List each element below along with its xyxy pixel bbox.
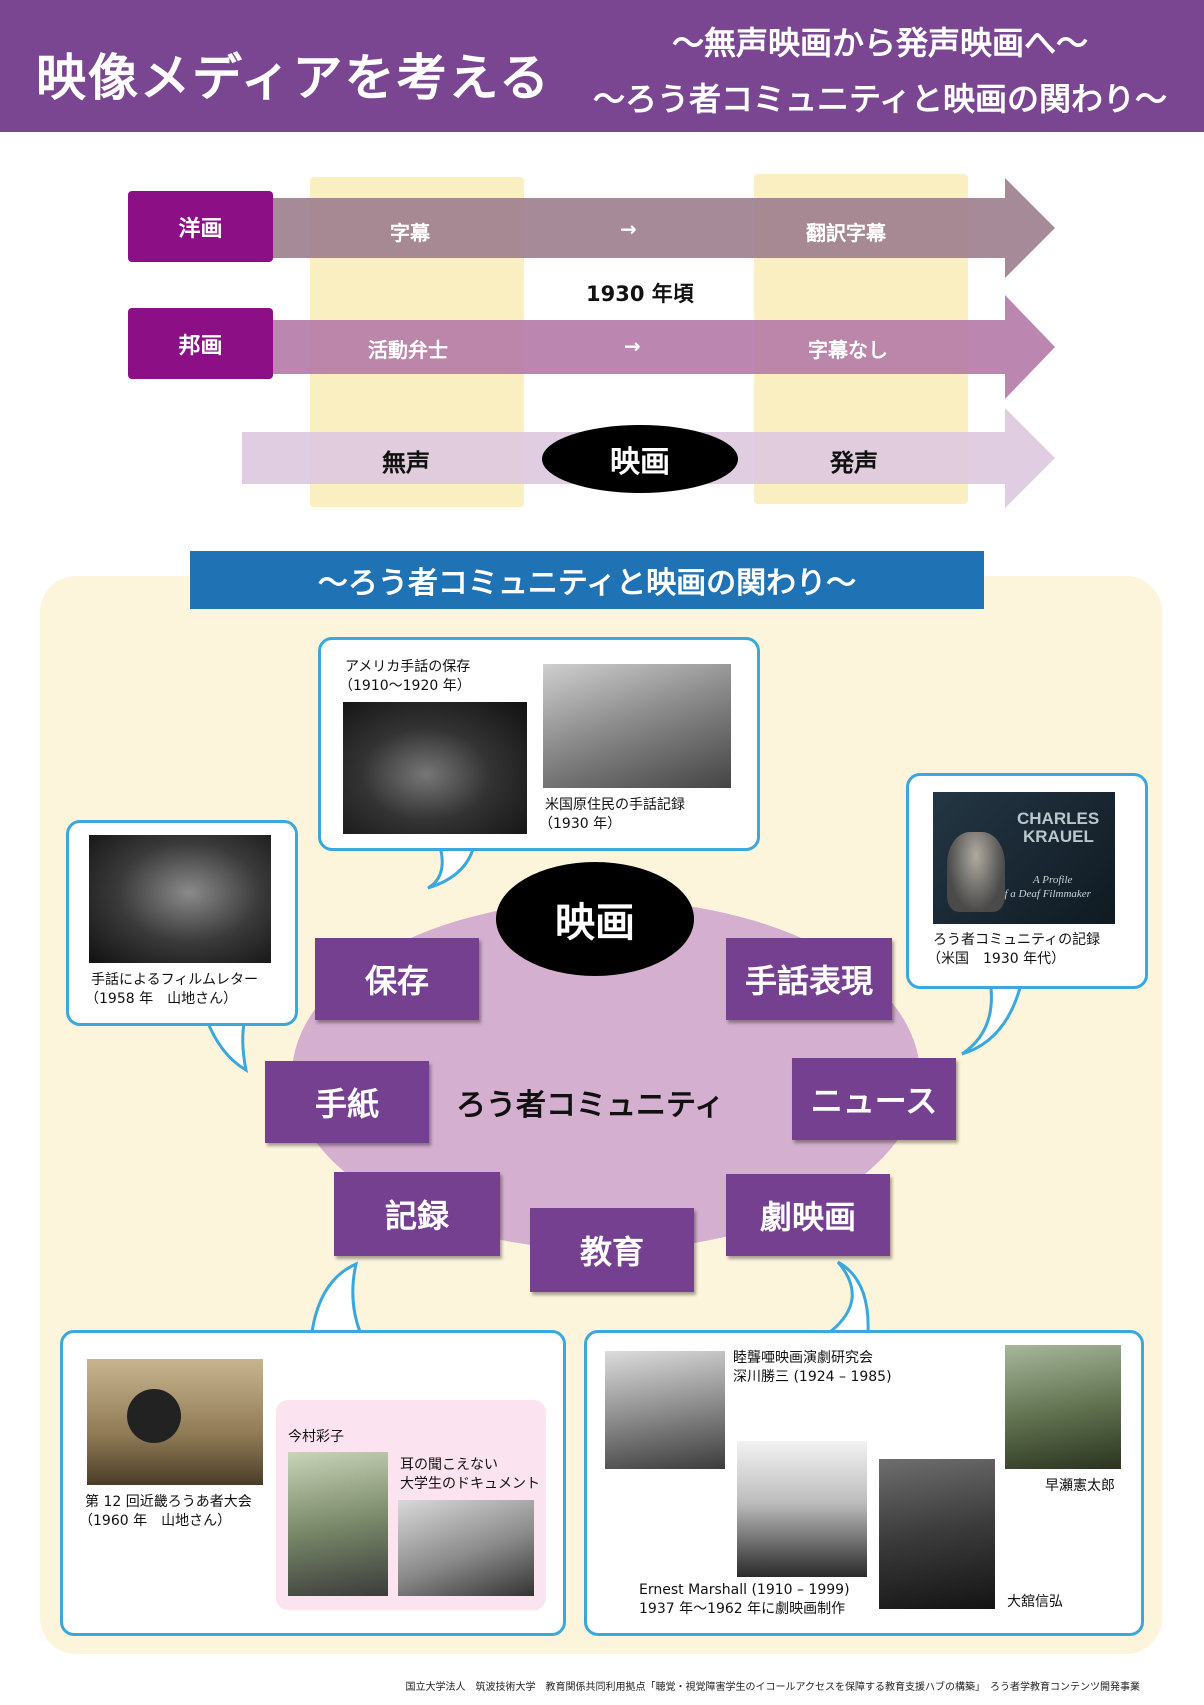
kinki-conference-caption-2: （1960 年 山地さん） xyxy=(79,1513,232,1529)
right-callout-tail xyxy=(961,978,1024,1056)
film-letter-caption-1: 手話によるフィルムレター xyxy=(91,972,259,988)
page-title: 映像メディアを考える xyxy=(36,49,551,107)
callout-community-record: CHARLES KRAUEL A Profile of a Deaf Filmm… xyxy=(906,773,1148,989)
documentary-caption-1: 耳の聞こえない xyxy=(400,1457,498,1473)
ernest-marshall-photo xyxy=(737,1441,867,1577)
node-news: ニュース xyxy=(792,1058,956,1140)
imamura-documentary-panel: 今村彩子 耳の聞こえない 大学生のドキュメント xyxy=(276,1400,546,1610)
community-section-title: 〜ろう者コミュニティと映画の関わり〜 xyxy=(190,551,984,609)
film-letter-photo xyxy=(89,835,271,963)
footer-credit: 国立大学法人 筑波技術大学 教育関係共同利用拠点「聴覚・視覚障害学生のイコールア… xyxy=(405,1682,1141,1693)
native-sign-caption-1: 米国原住民の手話記録 xyxy=(545,797,685,813)
bottom-left-callout-tail xyxy=(310,1261,363,1334)
hayase-caption: 早瀬憲太郎 xyxy=(1045,1478,1115,1494)
community-record-caption-1: ろう者コミュニティの記録 xyxy=(933,932,1101,948)
imamura-name: 今村彩子 xyxy=(288,1429,344,1445)
callout-preservation: アメリカ手話の保存 （1910〜1920 年） 米国原住民の手話記録 （1930… xyxy=(318,637,760,851)
node-preservation: 保存 xyxy=(315,938,479,1020)
krauel-title-2: KRAUEL xyxy=(1023,827,1094,846)
asl-preservation-photo xyxy=(343,702,527,834)
fukagawa-caption-1: 睦聾唖映画演劇研究会 xyxy=(733,1350,873,1366)
community-record-caption-2: （米国 1930 年代） xyxy=(927,951,1066,967)
film-hub-node: 映画 xyxy=(496,862,694,976)
node-letter: 手紙 xyxy=(265,1061,429,1143)
node-sign-expression: 手話表現 xyxy=(726,938,892,1020)
university-classroom-photo xyxy=(398,1500,534,1596)
western-after-text: 翻訳字幕 xyxy=(806,221,886,245)
rising-sun-flag-circle xyxy=(127,1389,181,1443)
community-label: ろう者コミュニティ xyxy=(456,1088,725,1123)
charles-krauel-photo: CHARLES KRAUEL A Profile of a Deaf Filmm… xyxy=(933,792,1115,924)
kinki-conference-caption-1: 第 12 回近畿ろうあ者大会 xyxy=(85,1494,252,1510)
hayase-photo xyxy=(1005,1345,1121,1469)
asl-preservation-caption-1: アメリカ手話の保存 xyxy=(345,659,471,675)
kinki-deaf-conference-photo xyxy=(87,1359,263,1485)
bottom-right-callout-tail xyxy=(825,1260,870,1334)
marshall-caption-2: 1937 年〜1962 年に劇映画制作 xyxy=(639,1601,846,1617)
japanese-arrow xyxy=(270,295,1055,399)
odachi-caption: 大舘信弘 xyxy=(1007,1594,1063,1610)
native-american-sign-photo xyxy=(543,664,731,788)
asl-preservation-caption-2: （1910〜1920 年） xyxy=(339,678,471,694)
node-education: 教育 xyxy=(530,1208,694,1292)
film-before-text: 無声 xyxy=(382,449,430,477)
node-feature-film: 劇映画 xyxy=(726,1174,890,1256)
left-callout-tail xyxy=(203,1016,249,1073)
odachi-photo xyxy=(879,1459,995,1609)
film-center-ellipse: 映画 xyxy=(542,425,738,493)
western-label: 洋画 xyxy=(128,191,273,262)
imamura-portrait-photo xyxy=(288,1452,388,1596)
western-before-text: 字幕 xyxy=(390,221,430,245)
fukagawa-caption-2: 深川勝三 (1924 – 1985) xyxy=(733,1369,892,1385)
japanese-arrow-text: → xyxy=(624,334,641,358)
fukagawa-photo xyxy=(605,1351,725,1469)
documentary-caption-2: 大学生のドキュメント xyxy=(400,1476,540,1492)
krauel-subtitle-1: A Profile xyxy=(1033,874,1073,886)
film-after-text: 発声 xyxy=(830,449,878,477)
western-arrow-text: → xyxy=(620,217,637,241)
page-subtitle-1: 〜無声映画から発声映画へ〜 xyxy=(671,24,1088,62)
top-callout-tail xyxy=(427,838,477,890)
japanese-after-text: 字幕なし xyxy=(808,338,888,362)
native-sign-caption-2: （1930 年） xyxy=(539,816,622,832)
timeline-year: 1930 年頃 xyxy=(586,282,694,306)
japanese-before-text: 活動弁士 xyxy=(368,338,448,362)
node-record: 記録 xyxy=(334,1172,500,1256)
callout-film-letter: 手話によるフィルムレター （1958 年 山地さん） xyxy=(66,820,298,1026)
marshall-caption-1: Ernest Marshall (1910 – 1999) xyxy=(639,1582,850,1598)
page-subtitle-2: 〜ろう者コミュニティと映画の関わり〜 xyxy=(592,80,1168,118)
western-arrow xyxy=(270,178,1055,278)
header-bar xyxy=(0,0,1204,132)
krauel-portrait xyxy=(947,832,1005,912)
film-letter-caption-2: （1958 年 山地さん） xyxy=(85,991,238,1007)
japanese-label: 邦画 xyxy=(128,308,273,379)
krauel-subtitle-2: of a Deaf Filmmaker xyxy=(999,888,1091,900)
krauel-title-1: CHARLES xyxy=(1017,809,1100,828)
callout-feature-film: 睦聾唖映画演劇研究会 深川勝三 (1924 – 1985) Ernest Mar… xyxy=(584,1330,1144,1636)
callout-record-education: 第 12 回近畿ろうあ者大会 （1960 年 山地さん） 今村彩子 耳の聞こえな… xyxy=(60,1330,566,1636)
